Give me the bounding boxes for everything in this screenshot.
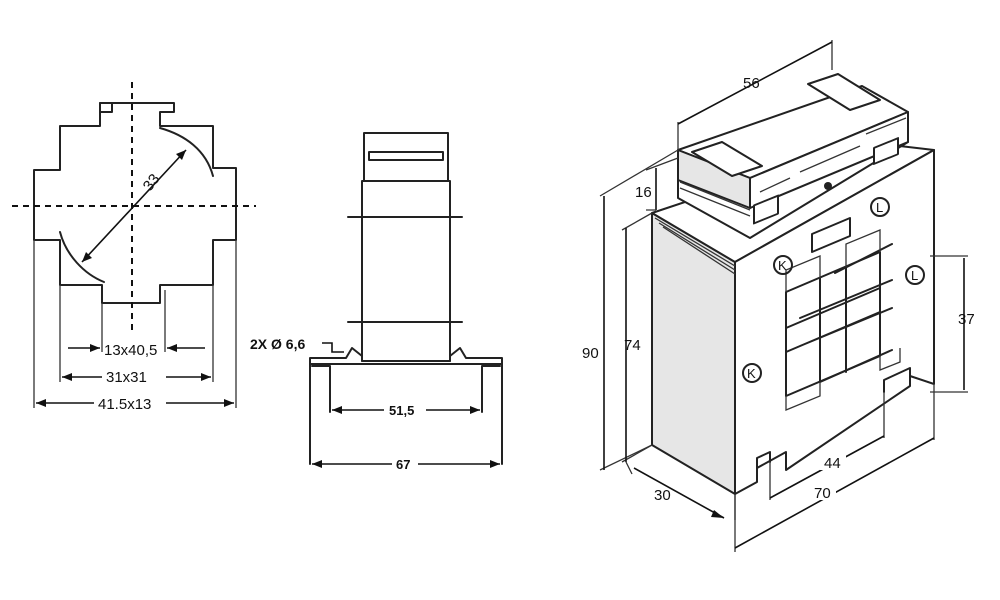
dim-window-label: 37 bbox=[958, 311, 975, 328]
dim-top-height-label: 16 bbox=[635, 184, 652, 201]
dim-top-width-extensions bbox=[677, 40, 833, 150]
label-backdrop bbox=[810, 482, 836, 500]
iso-label-plate bbox=[811, 217, 851, 253]
iso-view: K L L K 56 16 90 74 37 30 bbox=[582, 40, 975, 552]
arrowhead bbox=[224, 399, 234, 407]
dim-mid-label: 31x31 bbox=[106, 369, 147, 386]
dim-body-height-label: 74 bbox=[624, 337, 641, 354]
front-view-arc-top-right bbox=[159, 127, 214, 177]
side-view: 2X Ø 6,6 51,5 67 bbox=[250, 132, 503, 472]
iso-terminal-screw bbox=[824, 182, 832, 190]
arrowhead bbox=[490, 460, 500, 468]
iso-window-inner-steps bbox=[785, 229, 901, 411]
arrowhead bbox=[176, 150, 186, 160]
side-base-inner bbox=[311, 365, 501, 413]
side-base-plate bbox=[309, 347, 503, 465]
side-body bbox=[361, 180, 451, 362]
arrowhead bbox=[312, 460, 322, 468]
terminal-mark-k-upper-label: K bbox=[778, 258, 787, 273]
front-view-arc-bottom-left bbox=[59, 231, 105, 283]
dim-total-height-label: 90 bbox=[582, 345, 599, 362]
arrowhead bbox=[332, 406, 342, 414]
iso-body-edge-lines bbox=[654, 217, 736, 275]
dim-body-height-extensions bbox=[621, 212, 653, 463]
front-view-tab-top bbox=[99, 102, 113, 113]
arrowhead bbox=[470, 406, 480, 414]
dim-top-height-extensions bbox=[645, 157, 679, 211]
dim-base-outer-label: 67 bbox=[396, 457, 410, 472]
dim-inner-label: 13x40,5 bbox=[104, 342, 157, 359]
iso-terminal-marks: K L L K bbox=[742, 197, 925, 383]
terminal-mark-l-upper-label: L bbox=[876, 200, 883, 215]
dim-base-inner-label: 51,5 bbox=[389, 403, 414, 418]
arrowhead bbox=[201, 373, 211, 381]
iso-terminal-slot-front-left bbox=[753, 194, 779, 225]
arrowhead bbox=[90, 344, 100, 352]
front-view-diagonal-dimension-line bbox=[81, 149, 187, 263]
dim-depth-line bbox=[633, 467, 725, 519]
iso-terminal-grooves bbox=[679, 117, 907, 217]
dim-diagonal-label: 33 bbox=[140, 171, 164, 195]
terminal-mark-l-upper bbox=[870, 197, 890, 217]
arrowhead bbox=[36, 399, 46, 407]
dim-outer-label: 41.5x13 bbox=[98, 396, 151, 413]
dim-foot-inner-extensions bbox=[769, 392, 885, 500]
label-backdrop bbox=[392, 453, 418, 471]
iso-foot-notches bbox=[756, 367, 911, 469]
terminal-mark-l-right bbox=[905, 265, 925, 285]
arrowhead bbox=[62, 373, 72, 381]
arrowhead bbox=[711, 510, 724, 518]
front-view-outline bbox=[33, 102, 237, 304]
front-view-extension-lines bbox=[33, 240, 237, 408]
label-backdrop bbox=[102, 366, 166, 384]
front-view: 33 13x40,5 31x31 41.5x13 bbox=[12, 82, 256, 413]
dim-window-extensions bbox=[930, 255, 968, 393]
iso-terminal-slot-front-right bbox=[873, 137, 899, 165]
dim-foot-outer-label: 70 bbox=[814, 485, 831, 502]
dim-holes-leader bbox=[322, 342, 344, 353]
iso-terminal-socket-left bbox=[691, 141, 763, 177]
terminal-mark-l-right-label: L bbox=[911, 268, 918, 283]
arrowhead bbox=[167, 344, 177, 352]
dim-top-width-line bbox=[677, 41, 833, 125]
terminal-mark-k-lower bbox=[742, 363, 762, 383]
dim-holes-label: 2X Ø 6,6 bbox=[250, 336, 305, 352]
dim-foot-outer-extensions bbox=[734, 384, 935, 552]
dim-depth-label: 30 bbox=[654, 487, 671, 504]
iso-terminal-socket-right bbox=[807, 73, 881, 111]
label-backdrop bbox=[384, 399, 426, 417]
iso-window-cross bbox=[785, 243, 893, 383]
label-backdrop bbox=[94, 392, 166, 410]
terminal-mark-k-upper bbox=[773, 255, 793, 275]
label-backdrop bbox=[820, 452, 846, 470]
terminal-mark-k-lower-label: K bbox=[747, 366, 756, 381]
dim-top-width-label: 56 bbox=[743, 75, 760, 92]
side-top-slot bbox=[368, 151, 444, 161]
arrowhead bbox=[82, 252, 92, 262]
dim-foot-inner-label: 44 bbox=[824, 455, 841, 472]
